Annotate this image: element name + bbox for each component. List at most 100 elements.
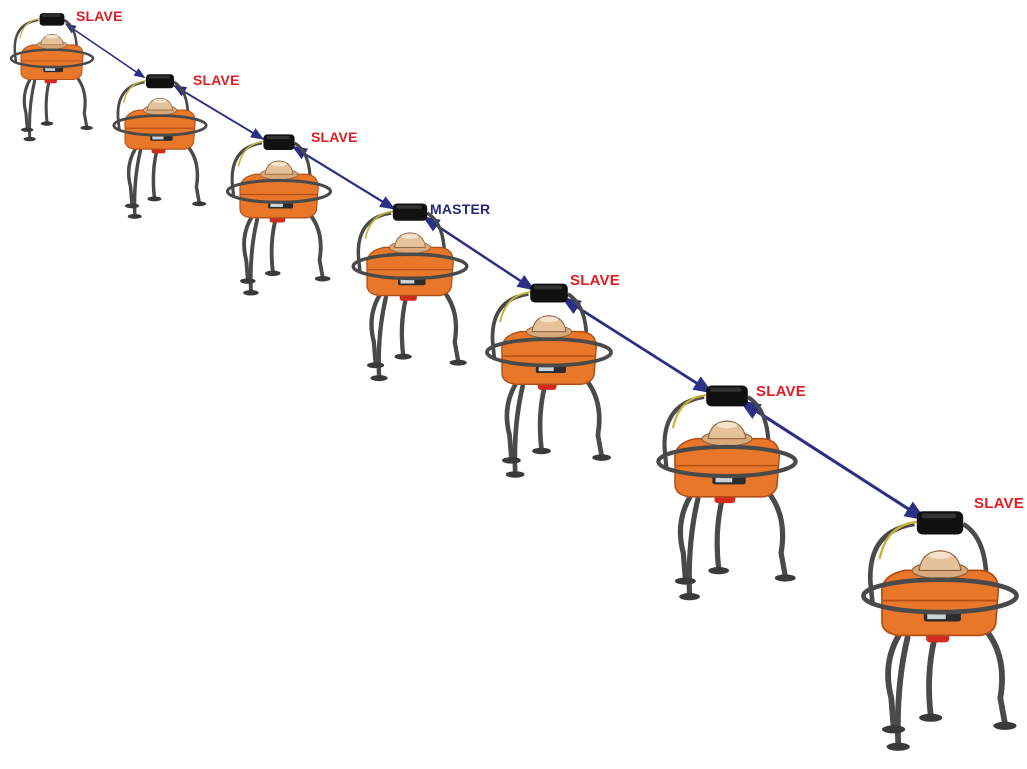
handle-bar: [116, 80, 145, 132]
link-arrow-3: [291, 145, 396, 210]
master-label: MASTER: [430, 201, 491, 217]
leg-back-left: [242, 215, 254, 282]
protection-ring: [351, 252, 469, 281]
foot-4: [532, 447, 551, 455]
protection-ring: [225, 178, 333, 204]
link-arrow-5: [561, 296, 714, 394]
leg-back-right: [765, 490, 788, 579]
beacon-top: [271, 161, 287, 167]
display-screen: [715, 476, 733, 483]
foot-3: [367, 362, 385, 369]
leg-back-right: [983, 627, 1008, 727]
transceiver-highlight: [533, 285, 563, 290]
detector-illustration: [656, 385, 798, 601]
leg-back-right: [308, 212, 325, 280]
detector-casing: [124, 109, 196, 150]
detector-illustration: [861, 511, 1019, 751]
foot-4: [919, 713, 943, 722]
display-screen: [538, 365, 554, 372]
transceiver-highlight: [921, 513, 957, 519]
beacon-top: [153, 98, 167, 103]
foot-3: [21, 127, 34, 132]
leg-back-left: [126, 146, 138, 207]
foot-4: [40, 121, 54, 126]
transceiver-highlight: [148, 75, 170, 79]
transceiver-highlight: [396, 205, 423, 209]
leg-back-right: [442, 289, 461, 364]
slave-label: SLAVE: [756, 383, 806, 400]
protection-ring: [656, 444, 798, 479]
slave-label: SLAVE: [193, 72, 240, 88]
foot-1: [370, 375, 388, 382]
leg-front-left: [132, 148, 143, 217]
leg-back-right: [75, 75, 89, 129]
foot-4: [147, 196, 162, 202]
foot-3: [125, 203, 139, 209]
detector-unit-2: [112, 74, 208, 219]
link-arrow-4: [422, 215, 535, 291]
foot-2: [314, 275, 331, 282]
beacon-top: [45, 34, 59, 39]
leg-center: [714, 498, 725, 572]
handle-bar: [490, 292, 529, 360]
foot-2: [592, 454, 612, 461]
detector-unit-4: [351, 203, 469, 382]
leg-back-left: [504, 380, 519, 461]
detector-casing: [20, 44, 84, 80]
foot-1: [679, 593, 700, 601]
handle-bar: [13, 18, 39, 64]
foot-3: [882, 725, 906, 734]
transceiver-highlight: [710, 387, 742, 392]
detector-casing: [501, 330, 597, 385]
detector-casing: [674, 437, 780, 498]
foot-4: [394, 353, 412, 360]
leg-back-left: [22, 77, 32, 131]
display-screen: [400, 278, 415, 284]
link-arrow-2: [173, 84, 265, 140]
foot-1: [505, 471, 525, 478]
protection-ring: [112, 114, 208, 137]
foot-2: [774, 574, 796, 582]
display-screen: [270, 202, 283, 207]
display-screen: [927, 612, 946, 620]
detector-unit-5: [485, 283, 613, 478]
antenna-cable: [19, 18, 41, 39]
handle-bar: [868, 521, 915, 606]
antenna-cable: [364, 210, 395, 239]
antenna-cable: [499, 291, 533, 323]
foot-3: [240, 278, 256, 284]
protection-ring: [9, 48, 95, 69]
foot-2: [449, 359, 467, 366]
leg-back-left: [885, 631, 903, 730]
slave-label: SLAVE: [76, 8, 123, 24]
detector-illustration: [351, 203, 469, 382]
foot-1: [886, 742, 910, 751]
foot-4: [264, 270, 281, 276]
leg-back-left: [677, 493, 694, 582]
leg-front-left: [248, 217, 260, 294]
handle-bar: [662, 394, 705, 471]
leg-center: [269, 219, 278, 274]
detector-illustration: [9, 13, 95, 142]
display-screen: [152, 135, 164, 140]
detector-unit-6: [656, 385, 798, 601]
protection-ring: [861, 577, 1019, 615]
beacon-top: [539, 316, 559, 323]
slave-label: SLAVE: [974, 495, 1024, 512]
detector-unit-1: [9, 13, 95, 142]
transceiver-highlight: [42, 14, 61, 17]
detector-casing: [239, 173, 319, 219]
leg-back-right: [584, 378, 604, 459]
leg-front-left: [27, 79, 37, 140]
leg-center: [537, 385, 547, 452]
detector-illustration: [485, 283, 613, 478]
leg-back-right: [186, 144, 201, 205]
foot-1: [243, 290, 259, 296]
detector-illustration: [225, 134, 333, 296]
leg-back-left: [369, 292, 383, 366]
detector-illustration: [112, 74, 208, 219]
antenna-cable: [878, 520, 920, 560]
slave-label: SLAVE: [570, 272, 620, 289]
